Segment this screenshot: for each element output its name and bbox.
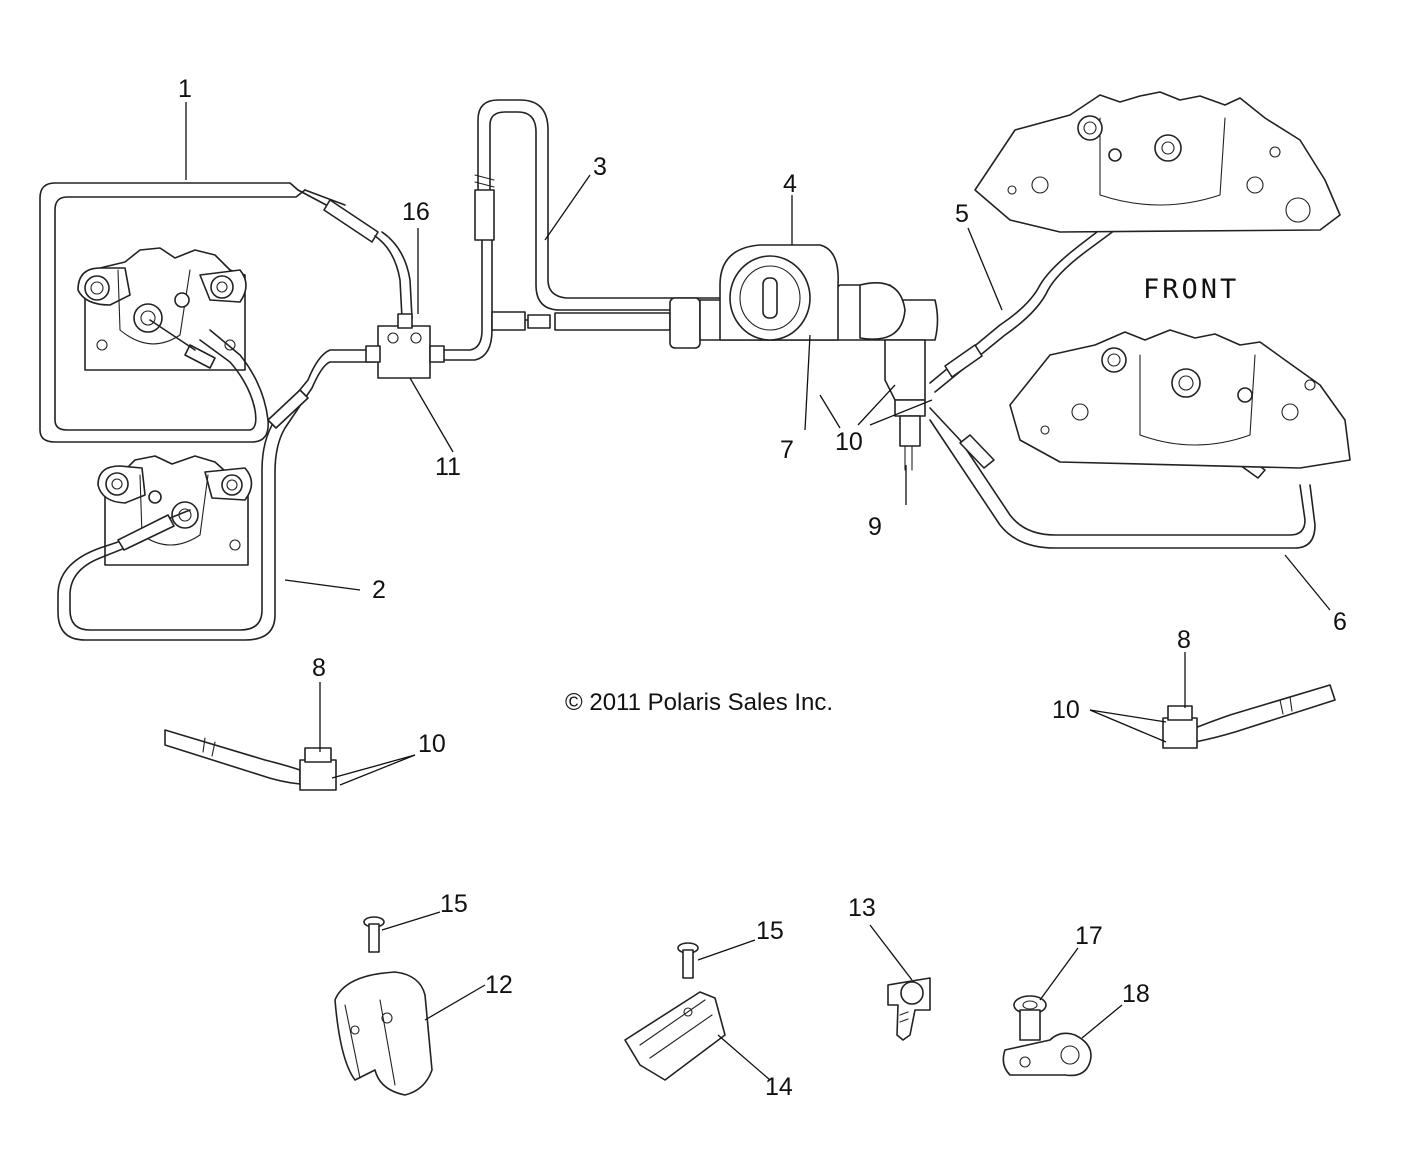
front-caliper-upper [974, 91, 1341, 233]
leader-lines [185, 102, 1331, 1081]
brake-line-1 [39, 182, 413, 443]
callout-7: 7 [780, 436, 794, 464]
clip-14 [624, 991, 726, 1081]
callout-2: 2 [372, 576, 386, 604]
callout-18: 18 [1122, 980, 1150, 1008]
master-cylinder [554, 244, 939, 471]
brake-line-2 [57, 349, 376, 641]
rear-caliper-lower [97, 455, 253, 566]
callout-8-right: 8 [1177, 626, 1191, 654]
clip-12 [334, 971, 433, 1096]
p-clamp-18 [1002, 1032, 1092, 1077]
screw-15-right [677, 942, 699, 979]
callout-6: 6 [1333, 608, 1347, 636]
callout-10-center: 10 [835, 428, 863, 456]
callout-12: 12 [485, 971, 513, 999]
callout-numbers: 1 2 3 4 5 6 7 8 8 9 10 10 10 11 12 13 14… [178, 75, 1347, 1101]
front-label: FRONT [1143, 274, 1239, 305]
junction-block [365, 239, 493, 379]
callout-15-left: 15 [440, 890, 468, 918]
callout-3: 3 [593, 153, 607, 181]
callout-1: 1 [178, 75, 192, 103]
banjo-assembly-left [164, 729, 337, 791]
callout-11: 11 [435, 453, 461, 481]
callout-10-left: 10 [418, 730, 446, 758]
clip-13 [887, 977, 931, 1041]
callout-5: 5 [955, 200, 969, 228]
callout-4: 4 [783, 170, 797, 198]
screw-15-left [363, 916, 385, 953]
rear-caliper-upper [77, 247, 247, 371]
banjo-assembly-right [1162, 684, 1336, 749]
callout-10-right: 10 [1052, 696, 1080, 724]
callout-9: 9 [868, 513, 882, 541]
bolt-17 [1013, 995, 1047, 1041]
copyright-notice: © 2011 Polaris Sales Inc. [565, 689, 833, 716]
callout-16: 16 [402, 198, 430, 226]
callout-14: 14 [765, 1073, 793, 1101]
callout-15-right: 15 [756, 917, 784, 945]
callout-8-left: 8 [312, 654, 326, 682]
front-caliper-lower [1009, 329, 1351, 469]
callout-17: 17 [1075, 922, 1103, 950]
callout-13: 13 [848, 894, 876, 922]
